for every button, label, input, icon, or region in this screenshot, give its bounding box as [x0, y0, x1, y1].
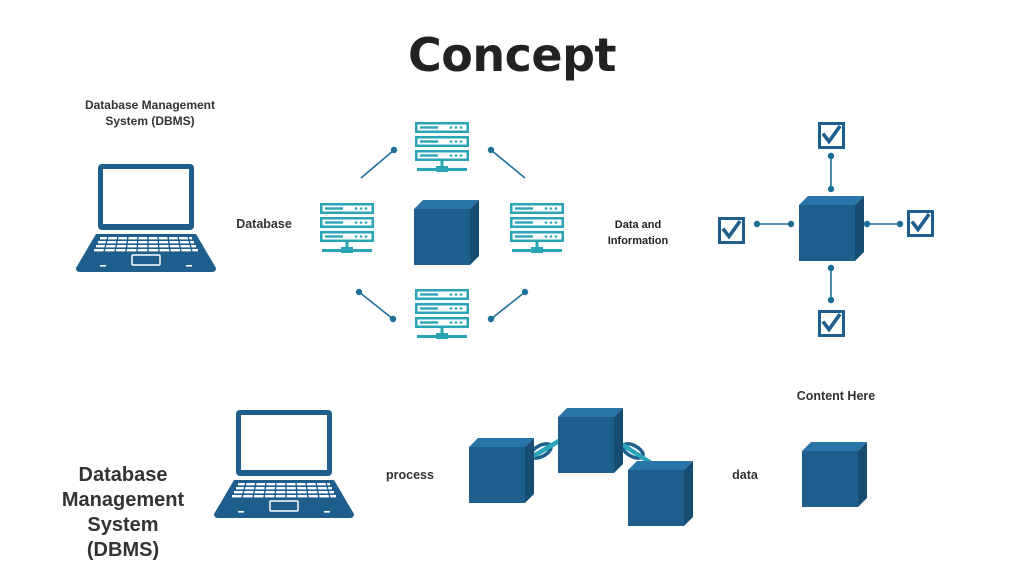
dbms-large-line: (DBMS)	[86, 539, 160, 561]
checkbox-icon	[816, 308, 847, 339]
cube-icon	[469, 438, 534, 503]
dbms-large-line: Database	[78, 464, 168, 486]
dbms-large-line: System	[87, 514, 159, 536]
dbms-large-line: Management	[61, 489, 185, 511]
server-icon	[320, 203, 374, 253]
dbms-label-line: Database Management	[84, 98, 216, 112]
server-connectors	[358, 149, 526, 320]
checkbox-connectors	[757, 156, 900, 300]
data-information-line: Information	[607, 235, 669, 247]
database-label: Database	[236, 217, 292, 231]
connector-dots	[355, 146, 529, 323]
checkbox-icon	[905, 208, 936, 239]
checkbox-icon	[716, 215, 747, 246]
laptop-icon	[75, 163, 217, 273]
checkbox-icon	[816, 120, 847, 151]
data-information-label: Data and Information	[592, 217, 684, 249]
dbms-large-label: Database Management System (DBMS)	[38, 463, 208, 563]
content-here-label: Content Here	[796, 389, 876, 403]
data-information-line: Data and	[614, 219, 662, 231]
dbms-label-line: System (DBMS)	[105, 114, 195, 128]
cube-icon	[558, 408, 623, 473]
server-icon	[510, 203, 564, 253]
cube-icon	[799, 196, 864, 261]
data-label: data	[732, 468, 758, 482]
server-icon	[415, 122, 469, 172]
laptop-icon	[213, 409, 355, 519]
cube-icon	[802, 442, 867, 507]
process-label: process	[386, 468, 434, 482]
server-icon	[415, 289, 469, 339]
cube-icon	[414, 200, 479, 265]
cube-icon	[628, 461, 693, 526]
page-title: Concept	[408, 28, 617, 82]
checkbox-connector-dots	[753, 152, 904, 304]
dbms-label: Database Management System (DBMS)	[60, 97, 240, 129]
